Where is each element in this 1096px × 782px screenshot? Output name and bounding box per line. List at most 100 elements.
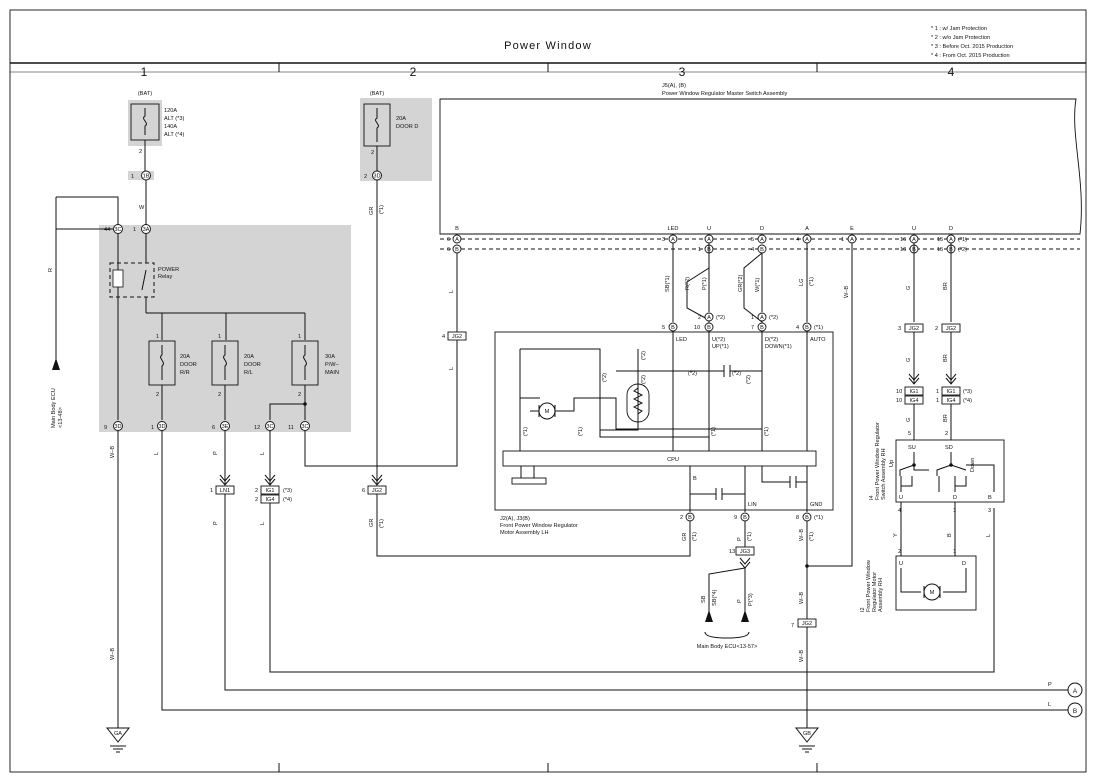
svg-text:(*4): (*4)	[283, 497, 292, 503]
svg-text:A: A	[949, 237, 953, 243]
svg-text:SD: SD	[945, 445, 953, 451]
svg-text:7: 7	[791, 623, 794, 629]
svg-text:B: B	[805, 515, 809, 521]
svg-text:2: 2	[898, 549, 901, 555]
svg-text:(*1): (*1)	[809, 277, 815, 286]
svg-text:GR: GR	[682, 533, 688, 541]
svg-text:6: 6	[212, 425, 215, 431]
svg-text:JG2: JG2	[372, 488, 382, 494]
svg-text:1: 1	[133, 227, 136, 233]
svg-text:1: 1	[156, 334, 159, 340]
row-a-pins: 6 A 3 A A 5 A 4 A 1 A 16 A 15 A (*1)	[447, 234, 967, 244]
svg-text:16: 16	[900, 237, 906, 243]
svg-text:U: U	[707, 226, 711, 232]
svg-text:30A: 30A	[325, 354, 335, 360]
svg-text:B: B	[671, 325, 675, 331]
svg-text:GR(*2): GR(*2)	[738, 274, 744, 292]
svg-text:B: B	[693, 476, 697, 482]
bat-label: (BAT)	[138, 91, 152, 97]
svg-text:D: D	[760, 226, 764, 232]
svg-text:Y: Y	[893, 533, 899, 537]
svg-text:2: 2	[218, 392, 221, 398]
svg-text:(*1): (*1)	[692, 532, 698, 541]
svg-text:IG4: IG4	[946, 398, 955, 404]
svg-text:A: A	[912, 237, 916, 243]
svg-text:LED: LED	[676, 337, 687, 343]
svg-text:W(*1): W(*1)	[755, 278, 761, 292]
svg-text:P(*1): P(*1)	[702, 277, 708, 290]
svg-text:L: L	[986, 534, 992, 537]
svg-text:2: 2	[371, 150, 374, 156]
svg-text:GR: GR	[369, 519, 375, 527]
fuse-alt-4: ALT (*4)	[164, 132, 184, 138]
svg-text:W–B: W–B	[799, 650, 805, 662]
conn-ig1-ig4-left: 2 IG1 (*3) 2 IG4 (*4)	[255, 485, 292, 504]
fuse-pin: 2	[139, 149, 142, 155]
svg-text:A: A	[760, 237, 764, 243]
svg-text:G: G	[906, 418, 912, 422]
svg-text:P: P	[737, 599, 743, 603]
notes-legend: * 1 : w/ Jam Protection * 2 : w/o Jam Pr…	[931, 26, 1013, 59]
svg-text:P: P	[737, 537, 743, 541]
offpage-connector-a: A	[1067, 682, 1083, 698]
svg-text:2: 2	[935, 326, 938, 332]
jb-pin-11-3c: 11 3C	[288, 421, 310, 431]
fuse-rating-120a: 120A	[164, 108, 177, 114]
svg-text:20A: 20A	[180, 354, 190, 360]
main-body-ecu-label: Main Body ECU	[51, 388, 57, 428]
svg-text:3: 3	[662, 237, 665, 243]
master-switch-assembly: J5(A), (B) Power Window Regulator Master…	[439, 83, 1082, 235]
svg-text:3C: 3C	[301, 424, 308, 430]
svg-text:4: 4	[898, 508, 901, 514]
svg-text:B: B	[455, 247, 459, 253]
svg-text:2: 2	[255, 488, 258, 494]
pin-b-9: B	[740, 512, 750, 522]
svg-text:3: 3	[988, 508, 991, 514]
svg-text:(*1): (*1)	[578, 427, 584, 436]
svg-text:1: 1	[936, 398, 939, 404]
svg-text:(*2): (*2)	[688, 371, 697, 377]
svg-text:6: 6	[447, 237, 450, 243]
svg-text:A: A	[1073, 688, 1078, 695]
wire-color-r: R	[48, 268, 54, 272]
svg-text:P: P	[213, 451, 219, 455]
svg-text:5: 5	[751, 237, 754, 243]
svg-text:A: A	[760, 315, 764, 321]
svg-text:B: B	[988, 495, 992, 501]
svg-text:SB: SB	[701, 595, 707, 603]
offpage-connector-b: B	[1067, 702, 1083, 718]
svg-text:L: L	[260, 522, 266, 525]
jb-pin-1-3d: 1 3D	[151, 421, 167, 431]
svg-text:W–B: W–B	[799, 592, 805, 604]
svg-text:4: 4	[796, 325, 799, 331]
svg-text:4: 4	[796, 237, 799, 243]
svg-text:MAIN: MAIN	[325, 370, 339, 376]
svg-text:A: A	[455, 237, 459, 243]
page-title: Power Window	[504, 40, 592, 52]
svg-text:(*2): (*2)	[746, 375, 752, 384]
svg-text:Front Power Window Regulator: Front Power Window Regulator	[875, 422, 881, 500]
svg-text:5: 5	[662, 325, 665, 331]
svg-text:9: 9	[104, 425, 107, 431]
svg-text:U: U	[899, 561, 903, 567]
svg-text:12: 12	[254, 425, 260, 431]
wire-color-w: W	[139, 205, 145, 211]
column-number-1: 1	[141, 65, 148, 79]
svg-text:SU: SU	[908, 445, 916, 451]
pin-b-2: B	[685, 512, 695, 522]
conn-ig-right: 10 IG1 10 IG4 1 IG1 (*3) 1 IG4 (*4)	[896, 386, 972, 405]
svg-text:(BAT): (BAT)	[370, 91, 384, 97]
svg-text:B: B	[760, 325, 764, 331]
svg-text:B: B	[1073, 708, 1077, 715]
motor-assembly-lh: 5 B 10 B 7 B 4 B (*1) LED U(*2) UP(*1) D…	[494, 321, 834, 536]
svg-text:CPU: CPU	[667, 457, 679, 463]
svg-text:(*1): (*1)	[523, 427, 529, 436]
svg-text:Assembly RH: Assembly RH	[878, 578, 884, 612]
svg-text:2: 2	[680, 515, 683, 521]
svg-text:IG4: IG4	[909, 398, 918, 404]
svg-text:U: U	[899, 495, 903, 501]
svg-text:JG2: JG2	[909, 326, 919, 332]
svg-text:J5(A), (B): J5(A), (B)	[662, 83, 686, 89]
fuse-bat-1-shade	[128, 100, 162, 146]
svg-text:7: 7	[751, 325, 754, 331]
